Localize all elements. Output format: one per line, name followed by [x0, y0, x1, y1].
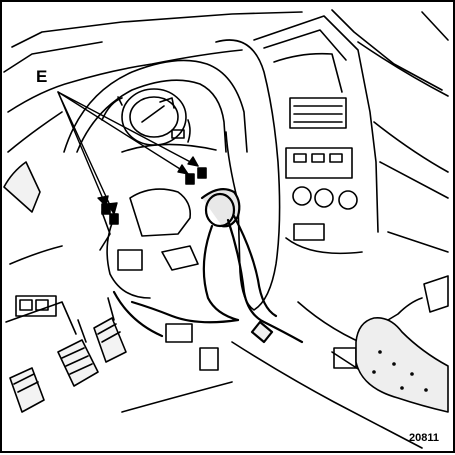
dashboard-top	[3, 49, 243, 213]
column-components	[99, 188, 219, 371]
screw-marker-3	[185, 173, 195, 185]
arrowhead-3	[177, 164, 189, 175]
gear-lever	[355, 275, 449, 413]
screw-marker-1	[101, 203, 111, 215]
windscreen-outline	[3, 9, 449, 91]
centre-console	[253, 15, 379, 255]
arrowhead-4	[187, 156, 199, 167]
passenger-dash	[357, 41, 449, 253]
screw-marker-2	[109, 213, 119, 225]
pedals	[9, 297, 127, 413]
instrument-cluster	[63, 59, 248, 153]
callout-label-e: E	[36, 67, 48, 86]
lower-dash-left	[5, 245, 77, 335]
figure-reference-number: 20811	[409, 432, 439, 444]
screw-points	[101, 167, 207, 225]
screw-marker-4	[197, 167, 207, 179]
callout-arrow-4	[57, 91, 199, 167]
callout-arrow-2	[57, 91, 115, 215]
wiring-loom	[112, 187, 304, 344]
callout-arrow-3	[57, 91, 189, 175]
